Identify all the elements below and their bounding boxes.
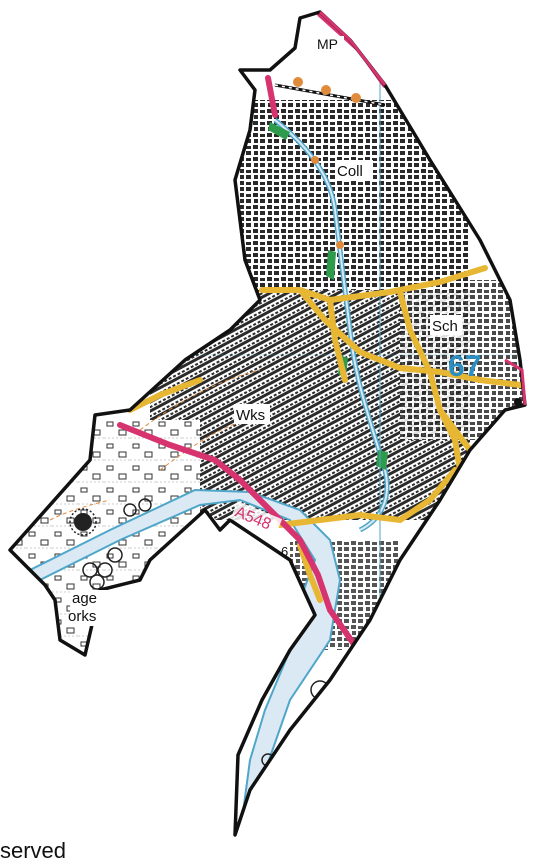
railway-ties xyxy=(274,84,386,106)
main-roads xyxy=(127,265,523,603)
district-boundary xyxy=(8,10,527,837)
label-wks: Wks xyxy=(236,407,265,424)
district-area xyxy=(8,10,527,837)
contour-line xyxy=(49,499,111,521)
label-six: 6 xyxy=(281,544,288,559)
label-works-bottom: orks xyxy=(68,608,96,625)
contour-line xyxy=(139,369,261,431)
station-dots xyxy=(293,77,361,249)
filter-bed-icon xyxy=(69,508,97,536)
label-coll: Coll xyxy=(337,163,363,180)
canal-inner xyxy=(274,119,388,531)
label-mp: MP xyxy=(317,36,338,52)
label-works-top: age xyxy=(72,590,97,607)
boundary-edge-magenta xyxy=(318,10,387,86)
boundary-edge-magenta xyxy=(504,358,527,406)
boundary-marker xyxy=(514,398,522,406)
contour-line xyxy=(159,414,271,471)
label-sch: Sch xyxy=(432,318,458,335)
copyright-caption: served xyxy=(0,838,67,863)
label-grid-67: 67 xyxy=(448,350,481,383)
